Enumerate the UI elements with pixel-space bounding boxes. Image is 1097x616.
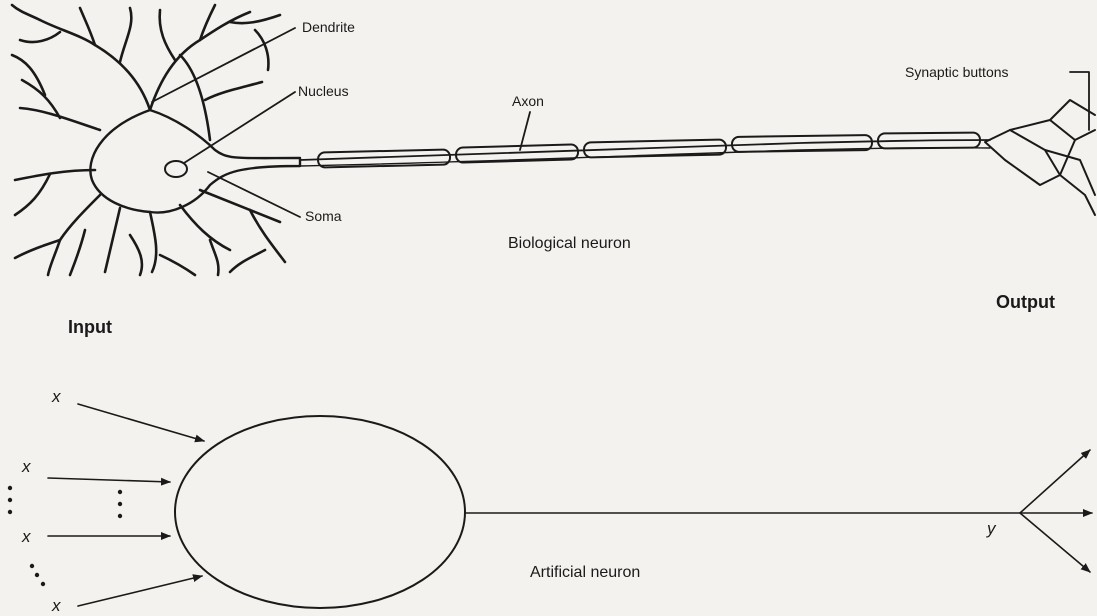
input-arrow bbox=[48, 478, 170, 482]
soma-body bbox=[90, 110, 300, 213]
biological-neuron-drawing: Dendrite Nucleus Soma Axon Synaptic butt… bbox=[12, 5, 1095, 275]
synaptic-terminals bbox=[985, 100, 1095, 215]
nucleus-pointer bbox=[184, 92, 295, 163]
myelin-sheath-segments bbox=[318, 133, 980, 168]
output-heading: Output bbox=[996, 292, 1055, 312]
soma-label: Soma bbox=[305, 208, 342, 224]
input-symbol: x bbox=[51, 596, 61, 615]
axon-label: Axon bbox=[512, 93, 544, 109]
input-arrow bbox=[78, 576, 202, 606]
artificial-neuron-drawing: x x x x y Artificial neuron bbox=[8, 387, 1092, 615]
dendrite-label: Dendrite bbox=[302, 19, 355, 35]
output-symbol: y bbox=[986, 519, 997, 538]
input-arrow bbox=[78, 404, 204, 441]
nucleus-label: Nucleus bbox=[298, 83, 349, 99]
input-heading: Input bbox=[68, 317, 112, 337]
input-symbol: x bbox=[21, 527, 31, 546]
output-arrow bbox=[1020, 450, 1090, 513]
output-arrow bbox=[1020, 513, 1090, 572]
neuron-node bbox=[175, 416, 465, 608]
artificial-neuron-caption: Artificial neuron bbox=[530, 564, 640, 581]
input-symbol: x bbox=[21, 457, 31, 476]
synaptic-buttons-label: Synaptic buttons bbox=[905, 64, 1009, 80]
biological-neuron-caption: Biological neuron bbox=[508, 235, 631, 252]
dendrite-branches bbox=[12, 5, 285, 275]
input-symbol: x bbox=[51, 387, 61, 406]
axon-pointer bbox=[520, 112, 530, 150]
